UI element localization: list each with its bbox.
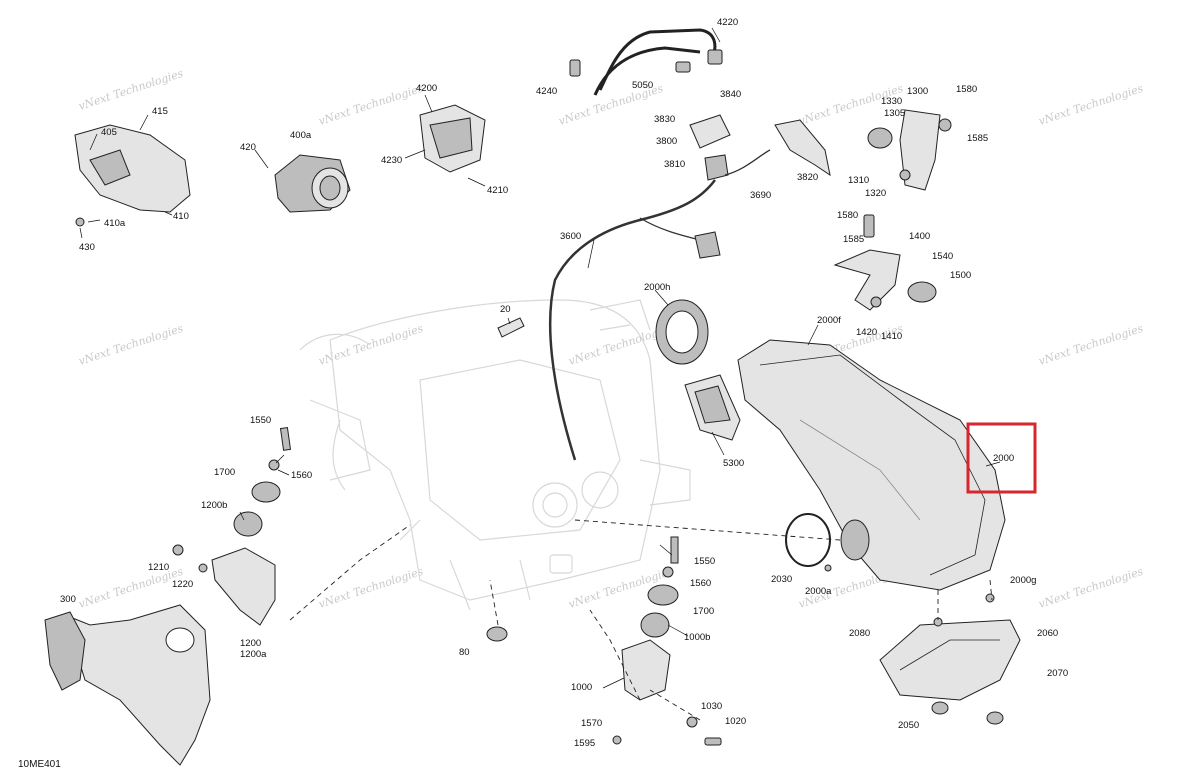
callout-label: 1420 — [856, 327, 877, 338]
cvt-cover-2000 — [737, 339, 1006, 591]
callout-label: 4220 — [717, 17, 738, 28]
clamp-2030 — [785, 513, 832, 572]
callout-label: 2080 — [849, 628, 870, 639]
callout-label: 1220 — [172, 579, 193, 590]
callout-label: 1000b — [684, 632, 710, 643]
callout-label: 1400 — [909, 231, 930, 242]
callout-label: 3840 — [720, 89, 741, 100]
callout-label: 1320 — [865, 188, 886, 199]
callout-label: 405 — [101, 127, 117, 138]
watermark: vNext Technologies — [317, 322, 425, 368]
callout-label: 415 — [152, 106, 168, 117]
assembly-lines — [289, 519, 993, 721]
callout-label: 1580 — [837, 210, 858, 221]
watermark: vNext Technologies — [1037, 565, 1145, 611]
callout-label: 1580 — [956, 84, 977, 95]
callout-label: 2070 — [1047, 668, 1068, 679]
callout-label: 410a — [104, 218, 126, 229]
callout-label-highlighted: 2000 — [993, 453, 1014, 464]
callout-label: 1585 — [843, 234, 864, 245]
bracket-3820 — [774, 119, 831, 177]
callout-label: 410 — [173, 211, 189, 222]
callout-label: 1700 — [693, 606, 714, 617]
sensor-3800 — [548, 114, 771, 461]
callout-label: 1500 — [950, 270, 971, 281]
pin-20 — [497, 317, 525, 338]
callout-label: 2000g — [1010, 575, 1036, 586]
watermark: vNext Technologies — [77, 322, 185, 368]
callout-label: 420 — [240, 142, 256, 153]
callout-label: 80 — [459, 647, 470, 658]
callout-label: 2000f — [817, 315, 841, 326]
callout-label: 4210 — [487, 185, 508, 196]
callout-label: 430 — [79, 242, 95, 253]
callout-label: 3820 — [797, 172, 818, 183]
mount-1000 — [612, 536, 722, 746]
callout-label: 1020 — [725, 716, 746, 727]
callout-label: 5300 — [723, 458, 744, 469]
callout-label: 1550 — [694, 556, 715, 567]
callout-label: 2030 — [771, 574, 792, 585]
callout-label: 1570 — [581, 718, 602, 729]
engine-ghost — [299, 299, 691, 611]
callout-label: 4230 — [381, 155, 402, 166]
cover-300 — [44, 604, 211, 766]
diagram-id: 10ME401 — [18, 759, 61, 770]
callout-label: 400a — [290, 130, 312, 141]
callout-label: 1560 — [291, 470, 312, 481]
watermark: vNext Technologies — [317, 82, 425, 128]
callout-label: 1200a — [240, 649, 267, 660]
bracket-2060 — [879, 593, 1021, 725]
callout-label: 1200 — [240, 638, 261, 649]
callout-label: 1300 — [907, 86, 928, 97]
throttle-body-400a — [254, 149, 351, 213]
callout-label: 300 — [60, 594, 76, 605]
watermark: vNext Technologies — [1037, 82, 1145, 128]
callout-label: 1410 — [881, 331, 902, 342]
callout-label: 1585 — [967, 133, 988, 144]
callout-label: 1700 — [214, 467, 235, 478]
callout-label: 4200 — [416, 83, 437, 94]
module-4200 — [404, 94, 486, 187]
watermark: vNext Technologies — [77, 67, 185, 113]
cover-5300 — [684, 374, 741, 441]
callout-label: 4240 — [536, 86, 557, 97]
callout-label: 1200b — [201, 500, 227, 511]
callout-label: 1550 — [250, 415, 271, 426]
callout-label: 2060 — [1037, 628, 1058, 639]
callout-label: 20 — [500, 304, 511, 315]
callout-label: 5050 — [632, 80, 653, 91]
callout-label: 1560 — [690, 578, 711, 589]
foot-80 — [486, 626, 508, 642]
mount-1200 — [172, 426, 292, 626]
callout-label: 3690 — [750, 190, 771, 201]
bracket-1400 — [833, 214, 937, 311]
callout-label: 3810 — [664, 159, 685, 170]
callout-label: 3800 — [656, 136, 677, 147]
callout-label: 3600 — [560, 231, 581, 242]
mount-1300 — [867, 109, 952, 191]
callout-label: 1310 — [848, 175, 869, 186]
callout-labels: 415 405 410 410a 430 420 400a 4200 4230 … — [60, 17, 1068, 749]
highlight-box — [966, 422, 1037, 494]
callout-label: 1305 — [884, 108, 905, 119]
callout-label: 1330 — [881, 96, 902, 107]
callout-label: 1000 — [571, 682, 592, 693]
callout-label: 2050 — [898, 720, 919, 731]
guard-410 — [74, 114, 191, 239]
harness-4220 — [569, 27, 723, 96]
callout-label: 1210 — [148, 562, 169, 573]
callout-label: 1595 — [574, 738, 595, 749]
leader-lines — [239, 239, 1001, 689]
watermark: vNext Technologies — [1037, 322, 1145, 368]
callout-label: 2000a — [805, 586, 832, 597]
callout-label: 1540 — [932, 251, 953, 262]
callout-label: 2000h — [644, 282, 670, 293]
callout-label: 3830 — [654, 114, 675, 125]
watermark: vNext Technologies — [317, 565, 425, 611]
callout-label: 1030 — [701, 701, 722, 712]
seal-2000h — [655, 299, 709, 365]
